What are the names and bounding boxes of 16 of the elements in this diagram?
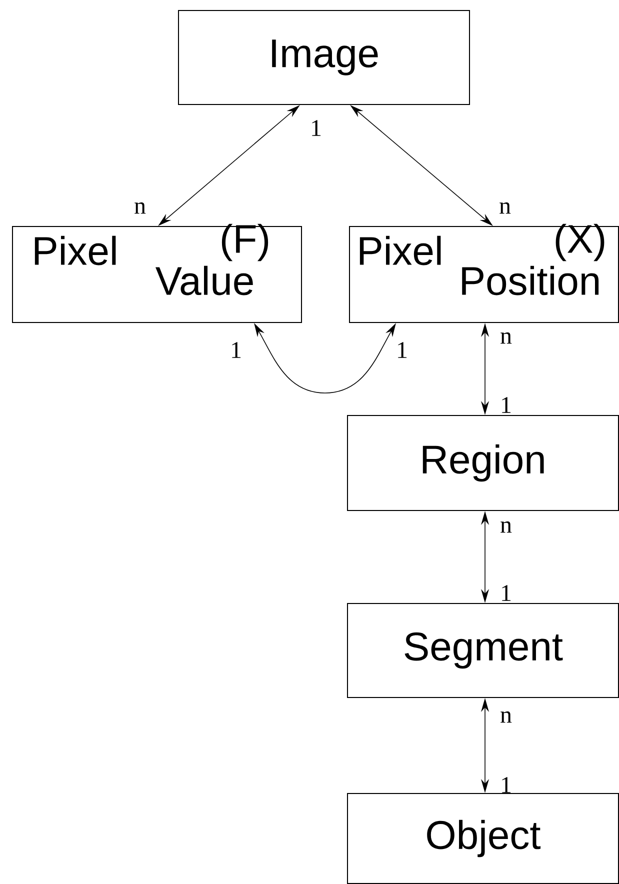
- entity-box: Pixel (X) Position: [349, 224, 619, 323]
- entity-box: Segment: [347, 603, 619, 698]
- cardinality-label: n: [134, 202, 146, 214]
- cardinality-label: 1: [502, 777, 511, 793]
- cardinality-label: 1: [312, 120, 321, 136]
- cardinality-label: n: [500, 711, 512, 723]
- cardinality-label: 1: [502, 585, 511, 601]
- cardinality-label: 1: [502, 397, 511, 413]
- cardinality-label: n: [500, 332, 512, 344]
- entity-box: Image: [178, 10, 470, 105]
- cardinality-label: 1: [398, 342, 407, 358]
- cardinality-label: n: [500, 521, 512, 533]
- entity-box: Region: [347, 415, 619, 511]
- cardinality-label: n: [500, 202, 511, 214]
- cardinality-label: 1: [232, 342, 241, 358]
- entity-box: Object: [347, 793, 619, 884]
